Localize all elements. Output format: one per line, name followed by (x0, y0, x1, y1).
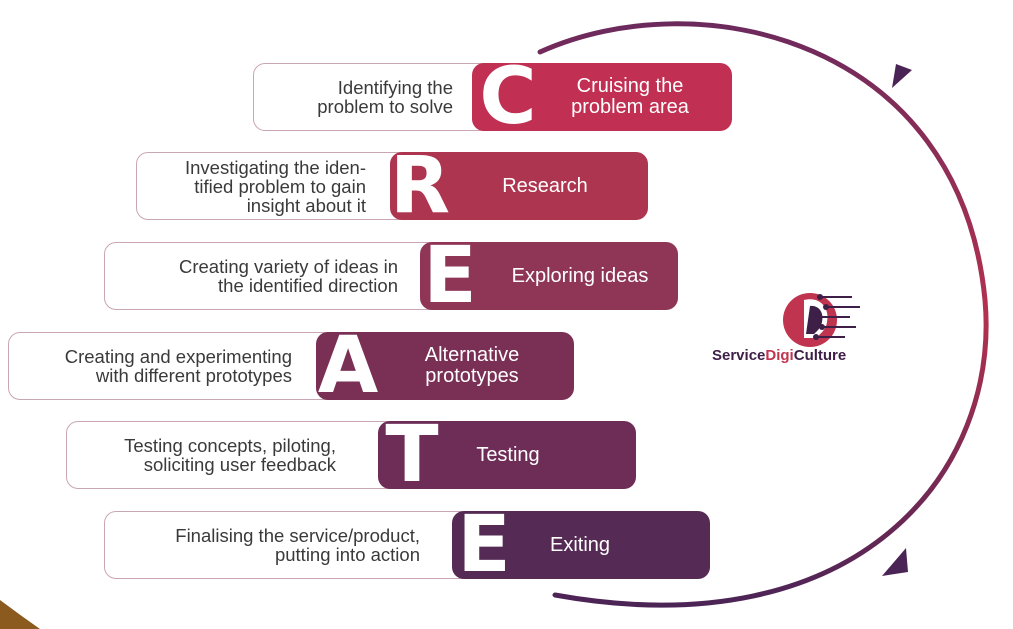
stage-label: Alternative prototypes (424, 344, 520, 387)
stage-pill (378, 421, 636, 489)
arc-arrow-bottom-icon (882, 548, 908, 576)
stage-label: Research (502, 174, 588, 197)
step-description: Creating variety of ideas in the identif… (178, 256, 398, 296)
cycle-arc-path (537, 21, 989, 608)
step-description: Testing concepts, piloting, soliciting u… (124, 435, 336, 475)
stage-pill (316, 332, 574, 400)
step-description-box (104, 242, 464, 310)
stage-pill (472, 63, 732, 131)
stage-label: Exiting (549, 533, 611, 556)
step-row-r: Investigating the iden- tified problem t… (0, 146, 1013, 226)
step-letter: C (479, 52, 537, 142)
arc-arrow-top-icon (892, 64, 912, 88)
step-description: Finalising the service/product, putting … (175, 525, 420, 565)
step-description: Investigating the iden- tified problem t… (184, 156, 366, 216)
step-row-a: Creating and experimenting with differen… (0, 326, 1013, 406)
step-description-box (104, 511, 494, 579)
step-letter: R (389, 141, 451, 231)
step-row-e2: Finalising the service/product, putting … (0, 505, 1013, 585)
servicedigiculture-logo-icon (783, 293, 860, 347)
logo-word-digi: Digi (765, 347, 794, 364)
logo-word-culture: Culture (793, 347, 847, 364)
step-description-box (66, 421, 416, 489)
stage-label: Exploring ideas (511, 264, 649, 287)
logo-word-service: Service (712, 347, 766, 364)
step-row-e1: Creating variety of ideas in the identif… (0, 236, 1013, 316)
stage-pill (420, 242, 678, 310)
step-letter: T (385, 410, 439, 500)
logo-wordmark: ServiceDigiCulture (712, 347, 846, 364)
step-row-t: Testing concepts, piloting, soliciting u… (0, 415, 1013, 495)
step-row-c: Identifying the problem to solve C Cruis… (0, 57, 1013, 137)
bottom-left-swoosh (0, 600, 40, 629)
stage-pill (390, 152, 648, 220)
step-description-box (253, 63, 513, 131)
step-letter: E (457, 500, 511, 590)
step-description-box (8, 332, 358, 400)
step-letter: A (317, 321, 379, 411)
stage-label: Testing (476, 443, 540, 466)
step-description: Creating and experimenting with differen… (64, 346, 292, 386)
stage-pill (452, 511, 710, 579)
step-description-box (136, 152, 436, 220)
step-letter: E (423, 231, 477, 321)
stage-label: Cruising the problem area (571, 75, 689, 118)
step-description: Identifying the problem to solve (317, 77, 453, 117)
